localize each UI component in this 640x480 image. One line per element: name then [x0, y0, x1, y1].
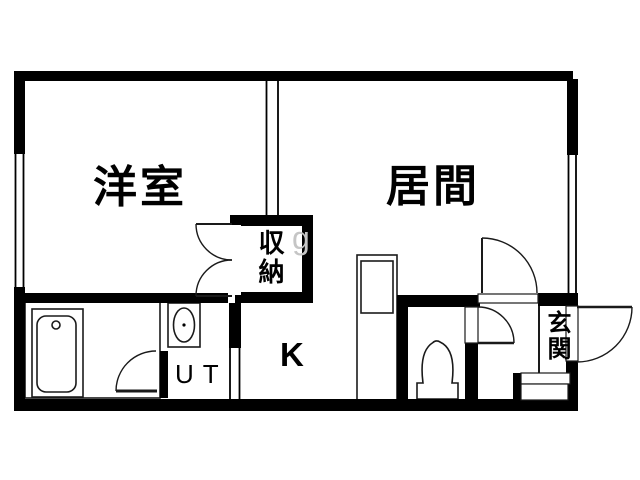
entrance-door-arc	[576, 306, 633, 363]
wall-step-stub	[513, 373, 521, 399]
watermark-text: g	[292, 220, 310, 256]
kitchen-sink	[360, 260, 394, 314]
toilet-icon	[416, 340, 459, 400]
toilet-door-arc	[477, 306, 515, 344]
thin-lines	[14, 81, 577, 399]
closet-door-arc-bottom	[195, 259, 233, 297]
label-living-room: 居間	[386, 162, 480, 211]
openings	[464, 293, 579, 401]
closet-interior	[241, 226, 302, 292]
wall-toilet-right	[465, 343, 478, 399]
wall-top	[14, 71, 573, 81]
wall-left-lower	[14, 287, 25, 411]
label-western-room: 洋室	[93, 163, 187, 212]
living-door-arc	[481, 237, 538, 294]
closet-box	[228, 215, 313, 303]
wall-right-upper	[567, 79, 578, 155]
entrance-step-lower	[520, 383, 569, 401]
bathroom-door-arc	[115, 350, 157, 392]
walls	[14, 71, 578, 411]
label-kitchen: K	[280, 336, 304, 373]
wall-toilet-left	[397, 295, 408, 399]
wall-bottom	[14, 399, 578, 411]
living-door-threshold	[477, 293, 539, 304]
entrance-step-upper	[520, 372, 571, 385]
bathtub	[36, 315, 77, 393]
entrance-door-opening	[565, 305, 579, 362]
basin-drain-icon	[182, 323, 186, 327]
wall-right-lower	[566, 361, 578, 399]
toilet-door-jamb	[464, 306, 479, 344]
doors	[115, 223, 633, 393]
closet-door-opening	[230, 225, 241, 295]
wall-entrance-top	[538, 293, 578, 306]
label-entrance: 玄関	[542, 310, 570, 362]
bathtub-faucet-icon	[51, 320, 61, 330]
fixtures	[24, 254, 459, 402]
label-utility: UT	[175, 359, 228, 389]
wall-left-upper	[14, 71, 25, 154]
wall-ut-kitchen	[229, 303, 241, 348]
wall-bath-strip-top	[14, 293, 229, 303]
wall-toilet-top	[397, 295, 480, 307]
closet-door-arc-top	[195, 223, 233, 261]
label-closet: 収納	[255, 229, 286, 287]
wall-ut-left	[160, 351, 168, 398]
